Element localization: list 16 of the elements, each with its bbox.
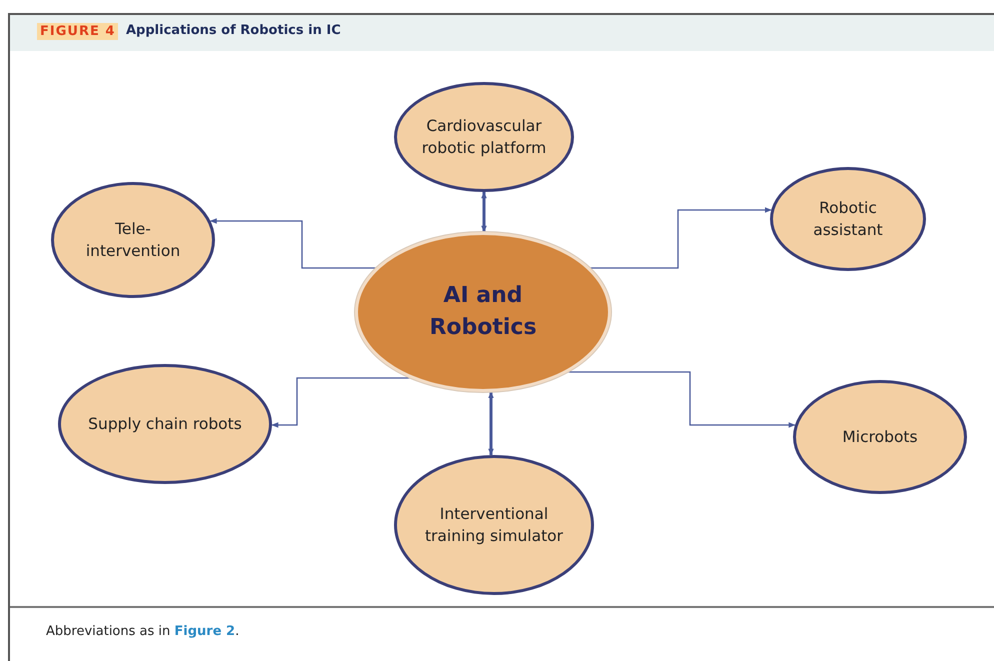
arrow: [568, 371, 796, 428]
node-label: AI and Robotics: [428, 282, 538, 342]
node-label: Cardiovascular robotic platform: [420, 116, 548, 159]
node-label: Tele-intervention: [84, 218, 182, 262]
arrow: [488, 391, 494, 456]
arrow: [210, 218, 376, 269]
figure-caption: Abbreviations as in Figure 2.: [46, 624, 240, 639]
arrow: [271, 377, 411, 428]
node-label: Interventional training simulator: [424, 504, 564, 547]
figure-number: FIGURE 4: [37, 23, 118, 40]
node-label: Supply chain robots: [88, 414, 242, 435]
node-label: Microbots: [842, 426, 918, 448]
figure-title: Applications of Robotics in IC: [126, 23, 341, 38]
arrow: [590, 207, 772, 269]
arrow: [481, 191, 487, 233]
node-label: Robotic assistant: [812, 198, 884, 241]
